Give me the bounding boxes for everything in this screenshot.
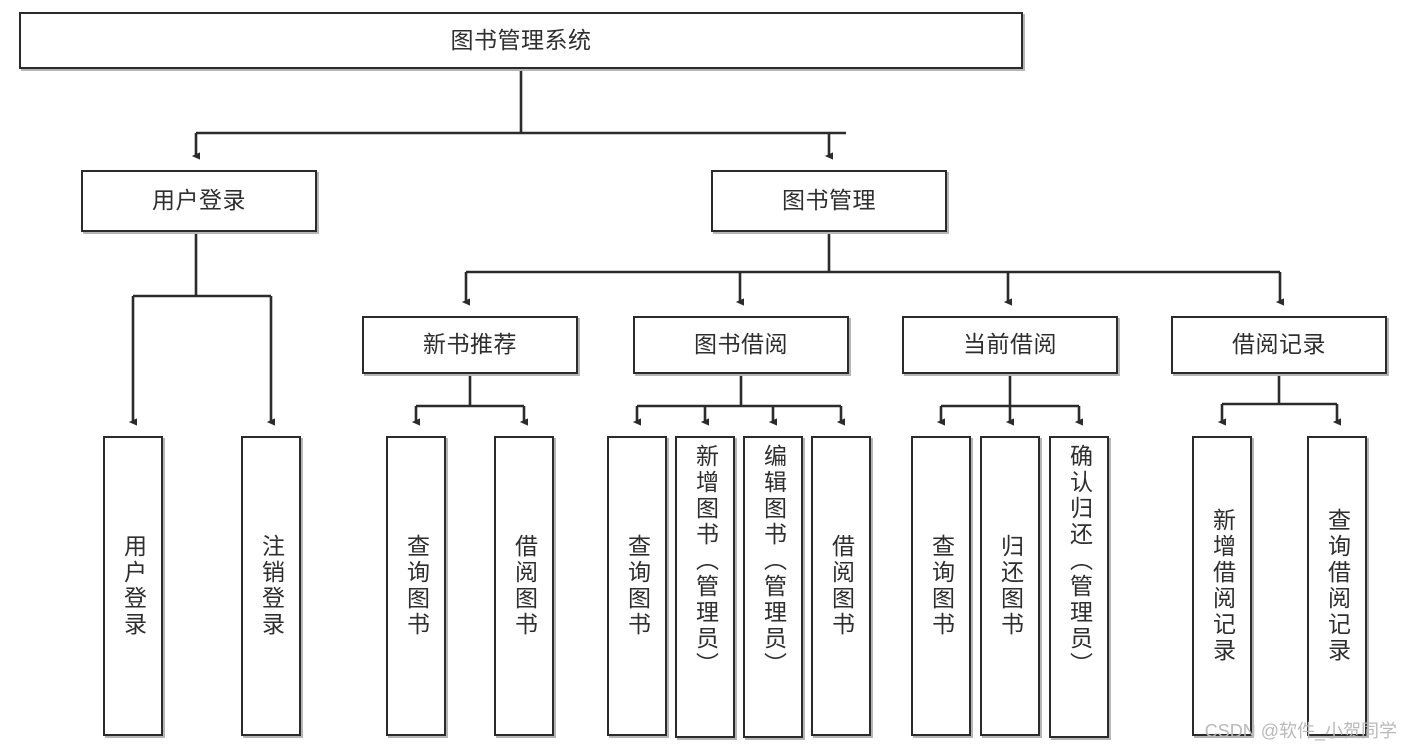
leaf-book-borrow-edit[interactable]: 编辑图书（管理员）	[743, 436, 803, 738]
node-book-manage[interactable]: 图书管理	[711, 170, 947, 232]
leaf-new-book-query[interactable]: 查询图书	[386, 436, 446, 736]
node-label: 图书借阅	[694, 331, 788, 358]
node-book-borrow[interactable]: 图书借阅	[633, 316, 849, 374]
node-label: 归还图书	[997, 534, 1024, 638]
node-borrow-record[interactable]: 借阅记录	[1171, 316, 1387, 374]
node-label: 图书管理系统	[450, 26, 592, 53]
leaf-new-book-borrow[interactable]: 借阅图书	[494, 436, 554, 736]
node-label: 编辑图书（管理员）	[760, 444, 787, 678]
leaf-current-borrow-return[interactable]: 归还图书	[980, 436, 1040, 736]
node-label: 新增图书（管理员）	[692, 444, 719, 678]
leaf-user-login-logout[interactable]: 注销登录	[241, 436, 301, 736]
leaf-current-borrow-confirm-return[interactable]: 确认归还（管理员）	[1049, 436, 1109, 738]
leaf-book-borrow-borrow[interactable]: 借阅图书	[811, 436, 871, 736]
node-label: 查询图书	[928, 534, 955, 638]
node-label: 用户登录	[152, 187, 246, 214]
node-user-login[interactable]: 用户登录	[81, 170, 317, 232]
node-new-book-recommend[interactable]: 新书推荐	[362, 316, 578, 374]
node-root-system[interactable]: 图书管理系统	[19, 12, 1023, 69]
node-label: 确认归还（管理员）	[1066, 444, 1093, 678]
node-label: 借阅图书	[828, 534, 855, 638]
node-label: 查询借阅记录	[1324, 508, 1351, 664]
node-label: 当前借阅	[963, 331, 1057, 358]
node-label: 借阅记录	[1232, 331, 1326, 358]
leaf-borrow-record-query[interactable]: 查询借阅记录	[1307, 436, 1367, 736]
node-label: 借阅图书	[511, 534, 538, 638]
node-label: 注销登录	[258, 534, 285, 638]
node-label: 图书管理	[782, 187, 876, 214]
leaf-book-borrow-query[interactable]: 查询图书	[607, 436, 667, 736]
leaf-current-borrow-query[interactable]: 查询图书	[911, 436, 971, 736]
node-label: 用户登录	[120, 534, 147, 638]
leaf-user-login-login[interactable]: 用户登录	[103, 436, 163, 736]
node-label: 查询图书	[403, 534, 430, 638]
node-label: 新增借阅记录	[1209, 508, 1236, 664]
node-current-borrow[interactable]: 当前借阅	[902, 316, 1118, 374]
node-label: 查询图书	[624, 534, 651, 638]
watermark-text: CSDN @软件_小贺同学	[1204, 721, 1397, 741]
leaf-borrow-record-add[interactable]: 新增借阅记录	[1192, 436, 1252, 736]
node-label: 新书推荐	[423, 331, 517, 358]
leaf-book-borrow-add[interactable]: 新增图书（管理员）	[675, 436, 735, 738]
